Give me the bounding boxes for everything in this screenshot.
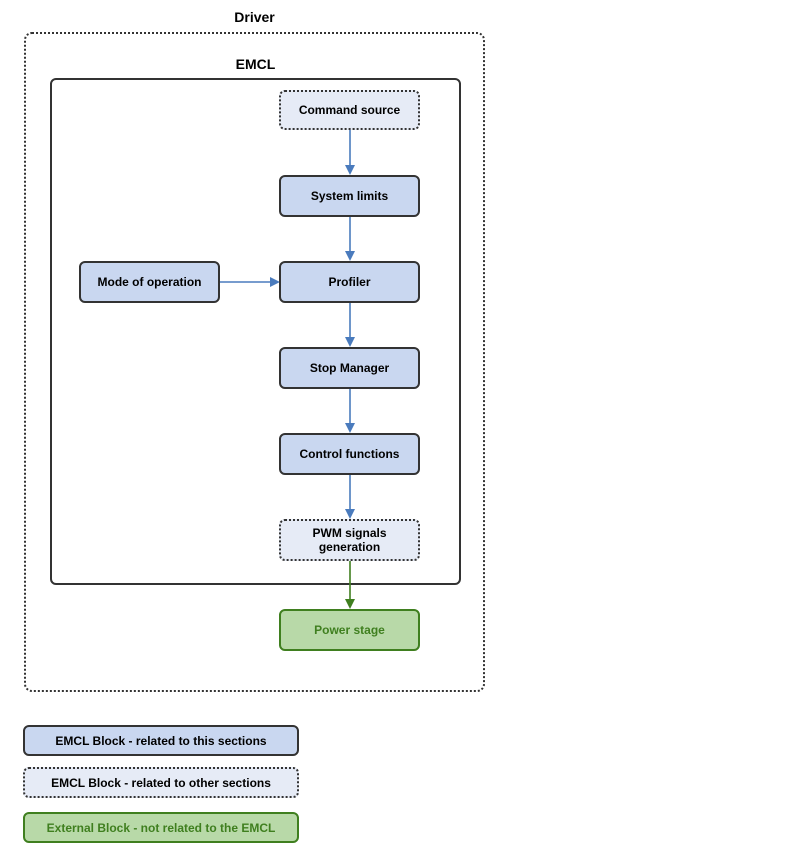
legend-external-block: External Block - not related to the EMCL (23, 812, 299, 843)
command-source-label: Command source (298, 103, 401, 117)
profiler-block: Profiler (279, 261, 420, 303)
emcl-title: EMCL (235, 56, 276, 72)
emcl-container (50, 78, 461, 585)
power-stage-label: Power stage (314, 623, 385, 637)
control-functions-label: Control functions (299, 447, 400, 461)
legend-external-block-label: External Block - not related to the EMCL (46, 820, 276, 835)
mode-of-operation-block: Mode of operation (79, 261, 220, 303)
mode-of-operation-label: Mode of operation (97, 275, 202, 289)
pwm-generation-block: PWM signals generation (279, 519, 420, 561)
stop-manager-label: Stop Manager (309, 361, 390, 375)
profiler-label: Profiler (328, 275, 371, 289)
system-limits-label: System limits (310, 189, 389, 203)
command-source-block: Command source (279, 90, 420, 130)
stop-manager-block: Stop Manager (279, 347, 420, 389)
legend-emcl-this-section-label: EMCL Block - related to this sections (55, 733, 267, 748)
pwm-generation-label-line2: generation (318, 540, 381, 554)
legend-emcl-this-section: EMCL Block - related to this sections (23, 725, 299, 756)
driver-title: Driver (234, 9, 275, 25)
legend-emcl-other-sections: EMCL Block - related to other sections (23, 767, 299, 798)
power-stage-block: Power stage (279, 609, 420, 651)
control-functions-block: Control functions (279, 433, 420, 475)
pwm-generation-label-line1: PWM signals (312, 526, 387, 540)
driver-container (24, 32, 485, 692)
system-limits-block: System limits (279, 175, 420, 217)
legend-emcl-other-sections-label: EMCL Block - related to other sections (51, 775, 271, 790)
